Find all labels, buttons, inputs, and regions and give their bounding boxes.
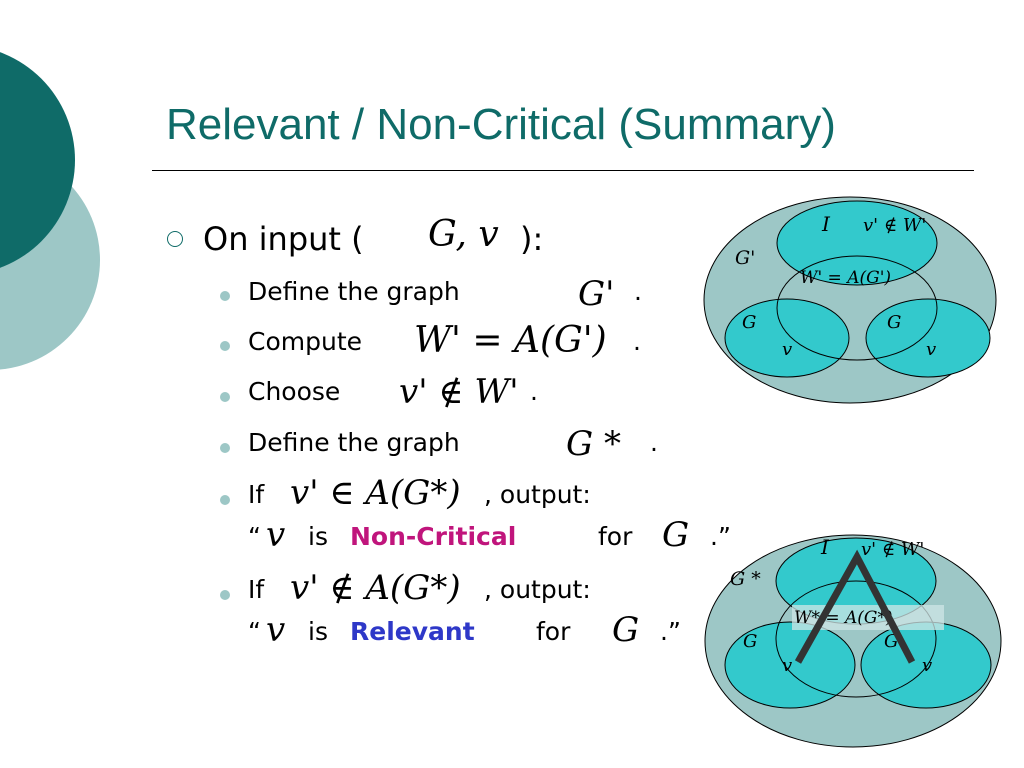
middle-ellipse — [775, 580, 937, 698]
quote-open: “ — [248, 617, 261, 646]
bullet-icon — [220, 291, 230, 301]
dark-circle — [0, 52, 75, 268]
right-ellipse — [865, 298, 991, 378]
item-end: . — [633, 327, 641, 356]
item-math: W' = A(G') — [414, 320, 607, 361]
left-ellipse — [724, 621, 856, 709]
quote-is: is — [308, 522, 328, 551]
outer-label: G * — [730, 568, 761, 590]
quote-close: .” — [660, 617, 681, 646]
item-end: . — [530, 377, 538, 406]
input-math: G, v — [428, 214, 499, 255]
page-title: Relevant / Non-Critical (Summary) — [166, 100, 836, 149]
top-label-cond: v' ∉ W' — [861, 539, 924, 560]
diagram-bottom: G * I v' ∉ W' W* = A(G*) G v G v — [704, 534, 1002, 748]
quote-open: “ — [248, 522, 261, 551]
item-end: , output: — [484, 575, 591, 604]
input-prefix: On input ( — [203, 220, 364, 258]
item-text: Define the graph — [248, 277, 460, 306]
right-v-label: v — [926, 339, 936, 360]
left-ellipse — [724, 298, 850, 378]
left-g-label: G — [743, 631, 757, 652]
middle-ellipse — [776, 255, 938, 361]
decorative-circles — [0, 52, 100, 370]
item-math: v' ∉ A(G*) — [290, 568, 461, 608]
left-v-label: v — [782, 655, 792, 676]
top-label-i: I — [820, 535, 830, 559]
item-math: v' ∈ A(G*) — [290, 473, 461, 513]
item-math: G * — [566, 424, 621, 464]
hollow-bullet-icon — [167, 231, 183, 247]
lambda-mark — [794, 549, 916, 664]
item-end: . — [650, 428, 658, 457]
quote-for: for — [536, 617, 571, 646]
bullet-icon — [220, 392, 230, 402]
non-critical-keyword: Non-Critical — [350, 522, 517, 551]
item-text: Define the graph — [248, 428, 460, 457]
top-label-cond: v' ∉ W' — [863, 215, 926, 236]
top-ellipse — [776, 200, 938, 286]
middle-label: W' = A(G') — [800, 268, 891, 288]
quote-for: for — [598, 522, 633, 551]
quote-is: is — [308, 617, 328, 646]
quote-close: .” — [710, 522, 731, 551]
middle-label: W* = A(G*) — [794, 608, 893, 628]
relevant-keyword: Relevant — [350, 617, 475, 646]
left-g-label: G — [742, 312, 756, 333]
item-text: If — [248, 480, 265, 509]
input-suffix: ): — [520, 220, 544, 258]
left-v-label: v — [782, 339, 792, 360]
quote-g: G — [662, 515, 690, 555]
top-label-i: I — [821, 212, 831, 236]
item-end: . — [634, 277, 642, 306]
item-end: , output: — [484, 480, 591, 509]
item-math: v' ∉ W' — [399, 372, 519, 412]
quote-v: v — [266, 610, 286, 650]
outer-label: G' — [735, 247, 755, 269]
bullet-icon — [220, 443, 230, 453]
quote-v: v — [266, 515, 286, 555]
item-text: Compute — [248, 327, 363, 356]
bullet-icon — [220, 495, 230, 505]
item-text: If — [248, 575, 265, 604]
title-divider — [152, 170, 974, 171]
diagram-top: G' I v' ∉ W' W' = A(G') G v G v — [703, 196, 997, 404]
right-v-label: v — [922, 655, 932, 676]
item-math: G' — [578, 274, 615, 314]
bullet-icon — [220, 590, 230, 600]
item-text: Choose — [248, 377, 341, 406]
quote-g: G — [612, 610, 640, 650]
right-g-label: G — [887, 312, 901, 333]
bullet-icon — [220, 341, 230, 351]
